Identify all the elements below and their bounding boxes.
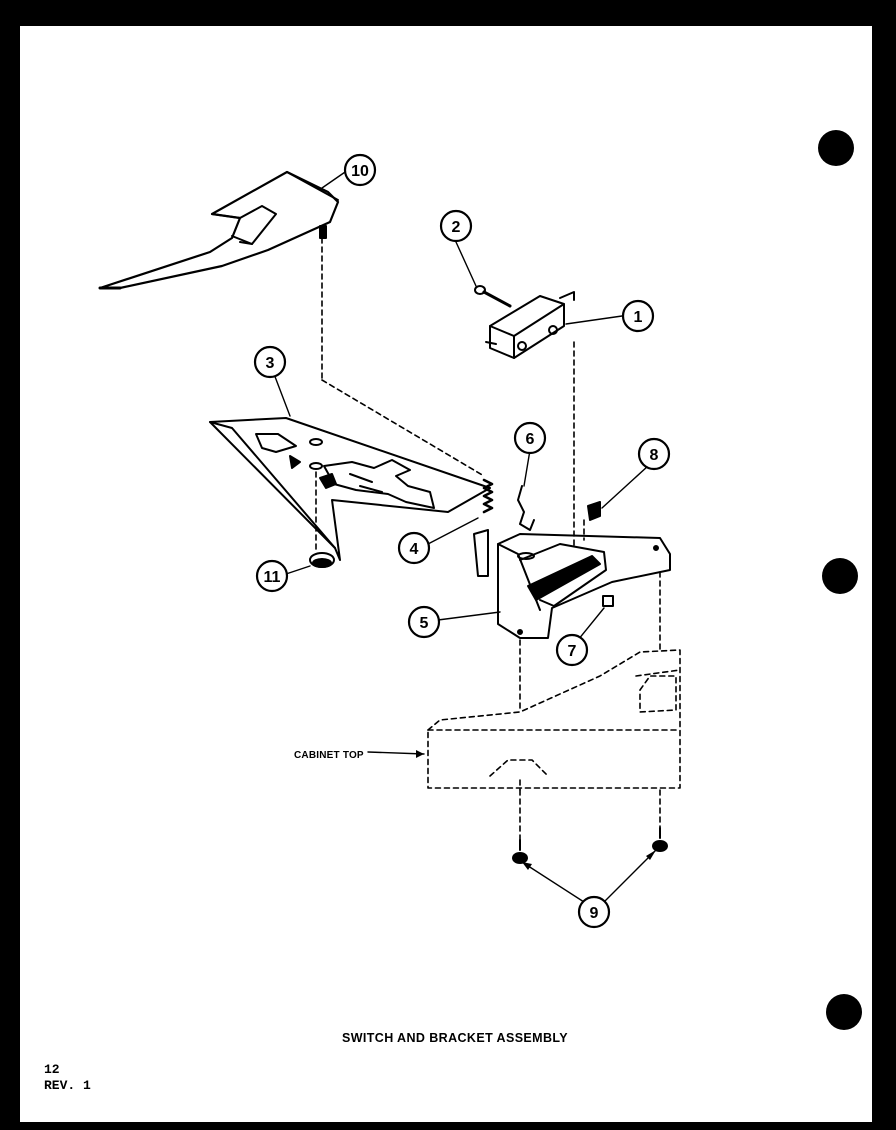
- cabinet-top-label: CABINET TOP: [294, 750, 364, 761]
- part-11-nut: [309, 552, 335, 568]
- part-10-handle: [98, 170, 340, 290]
- cabinet-top-outline: [427, 649, 681, 789]
- alignment-lines: [315, 237, 661, 841]
- callout-8: 8: [650, 447, 659, 464]
- callout-4: 4: [410, 541, 419, 558]
- binder-hole-bottom: [826, 994, 862, 1030]
- binder-hole-top: [818, 130, 854, 166]
- part-8-clip: [587, 501, 601, 521]
- callout-2: 2: [452, 219, 461, 236]
- callout-10: 10: [351, 163, 369, 180]
- callout-5: 5: [420, 615, 429, 632]
- part-1-switch: [485, 291, 575, 359]
- part-5-main-bracket: [473, 529, 671, 639]
- binder-hole-middle: [822, 558, 858, 594]
- callout-6: 6: [526, 431, 535, 448]
- callout-3: 3: [266, 355, 275, 372]
- exploded-view-drawing: 10 2 1 3 4 5 6 8 7 11 9 CABINET TOP SWIT…: [98, 153, 681, 1045]
- callout-11: 11: [264, 569, 281, 586]
- callout-1: 1: [634, 309, 643, 326]
- leader-lines: [273, 169, 657, 903]
- parts-diagram-page: 10 2 1 3 4 5 6 8 7 11 9 CABINET TOP SWIT…: [20, 26, 872, 1122]
- diagram-title: SWITCH AND BRACKET ASSEMBLY: [342, 1031, 568, 1045]
- part-2-screw: [474, 285, 512, 308]
- part-4-spring: [482, 478, 494, 514]
- callout-7: 7: [568, 643, 577, 660]
- callouts: [253, 153, 671, 929]
- part-9-screws: [512, 827, 668, 864]
- callout-9: 9: [590, 905, 599, 922]
- revision-label: REV. 1: [44, 1078, 91, 1093]
- part-3-bracket-plate: [209, 417, 491, 561]
- page-number: 12: [44, 1062, 60, 1077]
- part-6-clip: [517, 485, 535, 531]
